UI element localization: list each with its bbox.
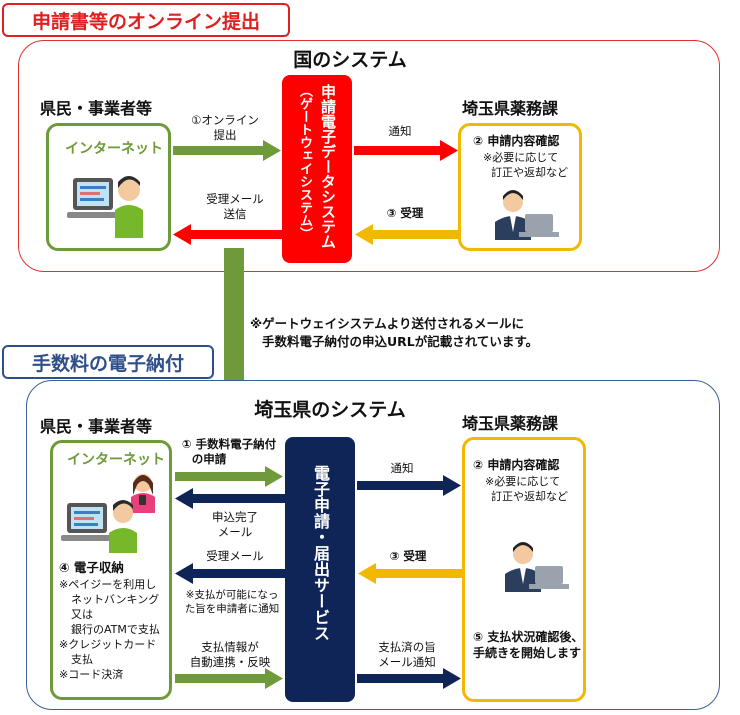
label-bottom-accept: ③ 受理: [389, 549, 427, 563]
label-bottom-notify: 通知: [390, 461, 414, 475]
label-payment-info-1: 支払情報が: [201, 640, 259, 654]
receipt-note-1: ※支払が可能になっ: [185, 589, 279, 601]
payment-line-6: 支払: [71, 653, 93, 666]
gateway-line1: 申請電子データシステム: [319, 84, 337, 249]
payment-title: ④ 電子収納: [59, 560, 124, 575]
online-submission-tag: 申請書等のオンライン提出: [2, 3, 290, 37]
office-worker-icon: [495, 190, 559, 240]
payment-line-1: ※ペイジーを利用し: [59, 578, 157, 591]
bottom-office-title: 埼玉県薬務課: [462, 414, 559, 433]
bottom-office-box: ② 申請内容確認 ※必要に応じて 訂正や返却など ⑤ 支払状況確認後、 手続きを…: [462, 437, 586, 702]
e-application-service-label: 電子申請・届出サービス: [311, 465, 330, 641]
label-paid-notify-1: 支払済の旨: [378, 640, 436, 654]
bottom-office-note-1: ※必要に応じて: [485, 475, 561, 488]
top-internet-box: インターネット: [46, 123, 171, 251]
label-receipt-mail: 受理メール: [206, 549, 264, 563]
bottom-applicant-title: 県民・事業者等: [40, 417, 153, 436]
top-office-step: ② 申請内容確認: [473, 134, 560, 148]
receipt-note-2: た旨を申請者に通知: [184, 603, 280, 615]
gateway-mail-note-1: ※ゲートウェイシステムより送付されるメールに: [250, 316, 525, 331]
label-paid-notify-2: メール通知: [378, 655, 436, 669]
label-top-mail-2: 送信: [223, 207, 247, 221]
user-and-smartphone-icon: [61, 474, 155, 553]
label-complete-mail-2: メール: [217, 525, 253, 539]
top-office-note-1: ※必要に応じて: [483, 151, 559, 164]
top-internet-label: インターネット: [65, 141, 163, 157]
payment-line-2: ネットバンキング: [71, 593, 160, 606]
gateway-system-box: [282, 75, 352, 263]
label-complete-mail-1: 申込完了: [212, 510, 258, 524]
gateway-mail-note-2: 手数料電子納付の申込URLが記載されています。: [262, 334, 539, 349]
payment-line-4: 銀行のATMで支払: [71, 623, 160, 636]
bottom-internet-label: インターネット: [67, 452, 165, 468]
office-step5-2: 手続きを開始します: [473, 646, 582, 660]
bottom-office-step: ② 申請内容確認: [473, 458, 560, 472]
label-fee-application-2: の申請: [191, 452, 227, 466]
e-application-service-box: [285, 437, 355, 702]
office-step5-1: ⑤ 支払状況確認後、: [473, 630, 584, 644]
saitama-system-title: 埼玉県のシステム: [254, 399, 406, 421]
label-top-mail-1: 受理メール: [206, 192, 264, 206]
label-top-notify: 通知: [388, 124, 412, 138]
label-payment-info-2: 自動連携・反映: [189, 655, 271, 669]
bottom-office-worker-icon: [505, 542, 569, 592]
top-office-note-2: 訂正や返却など: [491, 166, 568, 179]
label-top-accept: ③ 受理: [386, 206, 424, 220]
payment-line-5: ※クレジットカード: [59, 638, 157, 651]
label-online-submit-1: ①オンライン: [191, 113, 259, 127]
gateway-system-label: 申請電子データシステム （ゲートウェイシステム）: [292, 84, 340, 256]
user-at-computer-icon: [67, 176, 143, 238]
national-system-title: 国のシステム: [293, 49, 407, 71]
payment-line-3: 又は: [71, 608, 93, 621]
payment-line-7: ※コード決済: [59, 668, 124, 681]
top-applicant-title: 県民・事業者等: [40, 99, 153, 118]
bottom-office-note-2: 訂正や返却など: [491, 490, 568, 503]
top-office-box: ② 申請内容確認 ※必要に応じて 訂正や返却など: [458, 123, 582, 251]
gateway-line2: （ゲートウェイシステム）: [297, 84, 312, 240]
top-office-title: 埼玉県薬務課: [462, 99, 559, 118]
fee-payment-tag: 手数料の電子納付: [2, 345, 214, 379]
label-fee-application-1: ① 手数料電子納付: [181, 437, 277, 451]
bottom-applicant-box: インターネット ④ 電子収納 ※ペイジーを利用し ネットバンキング 又は 銀行の…: [50, 440, 172, 700]
label-online-submit-2: 提出: [213, 128, 237, 142]
